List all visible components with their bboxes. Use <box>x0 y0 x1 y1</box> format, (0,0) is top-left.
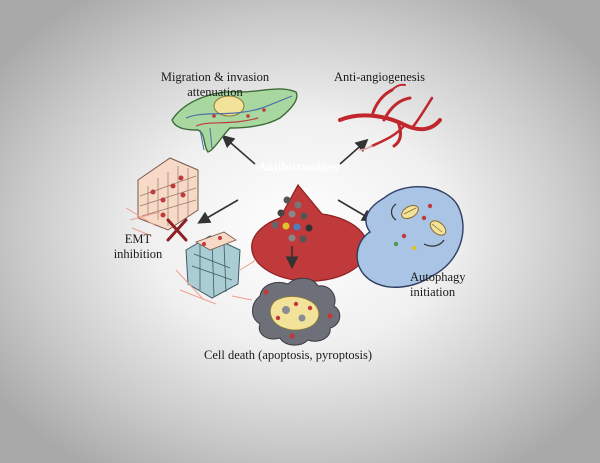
autophagy-label: Autophagy initiation <box>410 270 466 300</box>
emt-label-line2: inhibition <box>113 247 163 261</box>
migration-label-line2: attenuation <box>187 85 243 99</box>
cell-death-label: Cell death (apoptosis, pyroptosis) <box>204 348 373 362</box>
mesenchymal-cells-icon <box>175 231 257 305</box>
drug-molecules <box>271 196 313 243</box>
autophagy-label-line2: initiation <box>410 285 456 299</box>
angiogenesis-label: Anti-angiogenesis <box>334 70 425 84</box>
emt-inhibition-cross-icon <box>166 218 188 242</box>
effect-arrows <box>197 134 375 270</box>
arrow-to-emt <box>197 199 239 224</box>
emt-label-line1: EMT <box>124 232 152 246</box>
migrating-cell-icon <box>171 88 298 153</box>
hub-label: Antihistamines <box>257 160 339 174</box>
antihistamine-hub <box>251 183 369 282</box>
blood-vessel-icon <box>338 83 442 151</box>
autophagy-label-line1: Autophagy <box>410 270 466 284</box>
migration-label-line1: Migration & invasion <box>160 70 270 84</box>
dying-cell-icon <box>252 277 341 346</box>
epithelial-cells-icon <box>125 157 199 237</box>
emt-label: EMT inhibition <box>108 232 168 262</box>
arrow-to-migration <box>221 134 256 165</box>
autophagy-cell-icon <box>356 186 464 288</box>
arrow-to-angiogenesis <box>339 138 369 165</box>
migration-label: Migration & invasion attenuation <box>150 70 280 100</box>
